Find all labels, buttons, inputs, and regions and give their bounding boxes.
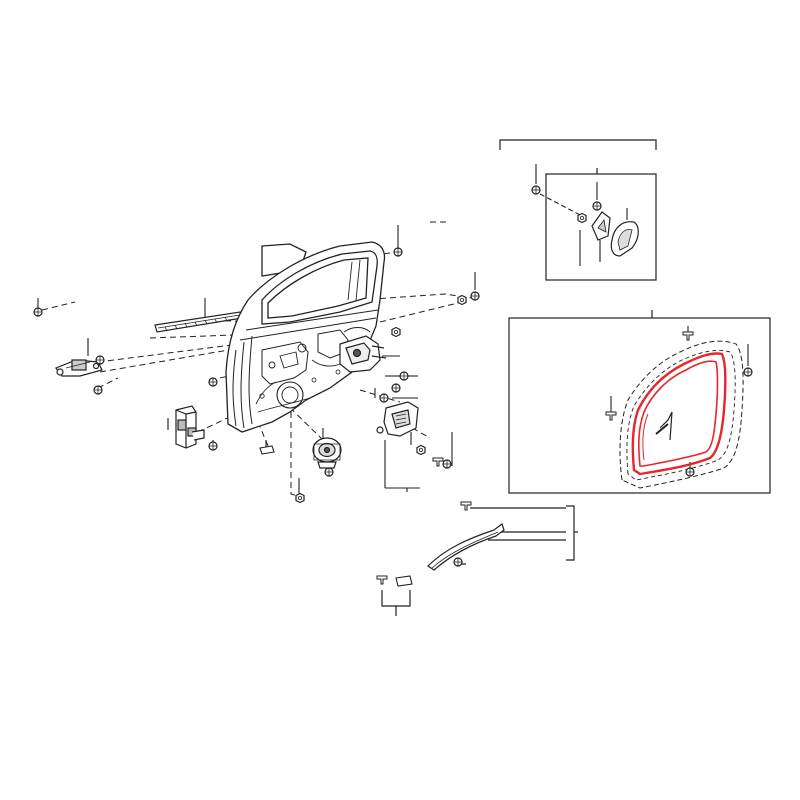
speaker[interactable] xyxy=(312,437,342,469)
door-clips[interactable] xyxy=(376,575,413,587)
clip-icon xyxy=(682,331,694,341)
clip-icon xyxy=(460,501,472,511)
bolt-icon xyxy=(685,467,695,477)
bolt-icon xyxy=(208,377,218,387)
belt-moulding[interactable] xyxy=(427,523,505,571)
bolt-icon xyxy=(531,185,541,195)
trim-clip[interactable] xyxy=(259,445,275,455)
clip-icon xyxy=(432,457,444,467)
mirror-callouts xyxy=(535,164,628,266)
bolt-icon xyxy=(379,393,389,403)
nut-icon xyxy=(577,212,587,224)
mirror-inset-box xyxy=(545,173,657,281)
clip-icon xyxy=(376,575,388,585)
nut-icon xyxy=(391,326,401,338)
moulding-bracket xyxy=(460,505,578,565)
door-lock[interactable] xyxy=(339,327,387,373)
bolt-icon xyxy=(592,201,602,211)
bolt-icon xyxy=(93,385,103,395)
door-hinge[interactable] xyxy=(175,405,205,449)
moulding-fasteners xyxy=(453,501,472,567)
bolt-icon xyxy=(33,307,43,317)
bolt-icon xyxy=(208,441,218,451)
weatherstrip-fasteners xyxy=(605,331,753,477)
door-weatherstrip[interactable] xyxy=(631,352,727,476)
inside-handle[interactable] xyxy=(376,401,419,437)
weatherstrip-inset-box xyxy=(508,317,771,494)
nut-icon xyxy=(295,492,305,504)
outer-mirror[interactable] xyxy=(531,185,639,257)
weatherstrip-callouts xyxy=(610,326,749,470)
door-opening-outline xyxy=(619,340,744,489)
bolt-icon xyxy=(393,247,403,257)
nut-icon xyxy=(416,444,426,456)
mirror-group-bracket xyxy=(499,139,657,174)
door-checker[interactable] xyxy=(55,359,103,377)
bolt-icon xyxy=(470,291,480,301)
bolt-icon xyxy=(391,383,401,393)
nut-icon xyxy=(457,294,467,306)
sill-trim[interactable] xyxy=(655,411,673,441)
door-opening-inner-outline xyxy=(626,349,736,481)
bolt-icon xyxy=(743,367,753,377)
door-panel[interactable] xyxy=(225,241,386,433)
bolt-icon xyxy=(453,557,463,567)
bolt-icon xyxy=(399,371,409,381)
bolt-icon xyxy=(324,467,334,477)
clip-icon xyxy=(605,411,617,421)
bolt-icon xyxy=(442,459,452,469)
bolt-icon xyxy=(95,355,105,365)
clip-group-bracket xyxy=(381,590,411,616)
front-window-run[interactable] xyxy=(154,311,243,333)
